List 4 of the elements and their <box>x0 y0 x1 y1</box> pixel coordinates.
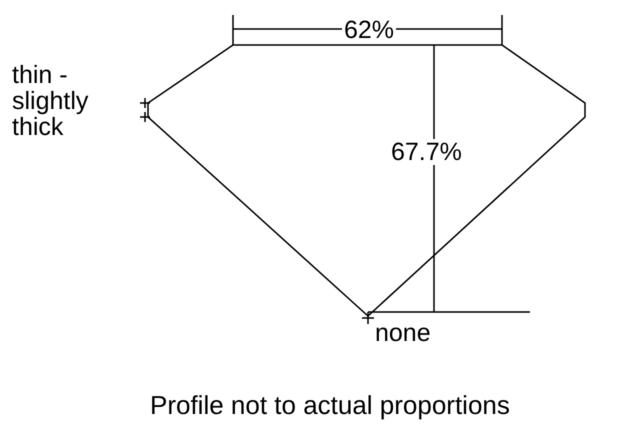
caption: Profile not to actual proportions <box>150 392 510 418</box>
girdle-label: thin - slightly thick <box>12 62 88 140</box>
culet-label: none <box>375 320 431 346</box>
dimension-label: 67.7% <box>389 139 464 165</box>
